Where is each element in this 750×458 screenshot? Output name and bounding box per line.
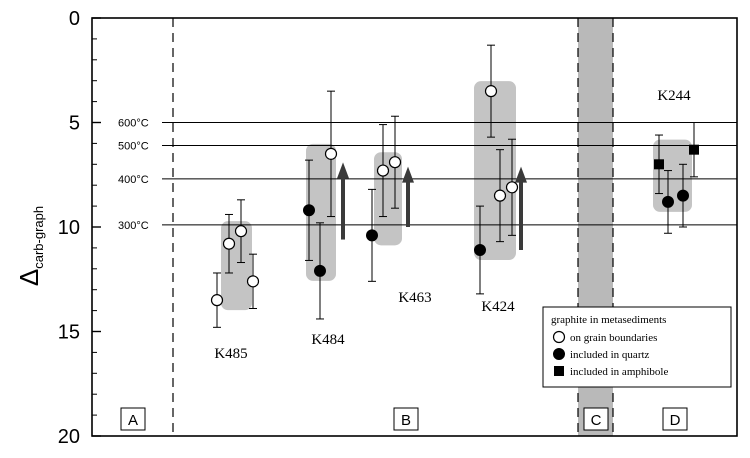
region-label-box <box>393 407 419 431</box>
sample-label: K485 <box>214 346 247 362</box>
isotherm-label: 300°C <box>118 220 149 232</box>
region-label-box <box>583 407 609 431</box>
sample-label: K424 <box>481 299 515 315</box>
isotherm-label: 600°C <box>118 118 149 130</box>
open-circle-marker <box>388 156 402 169</box>
text-layer: 600°C500°C400°C300°C05101520Δcarb-graphK… <box>14 8 732 448</box>
region-label: D <box>670 412 681 429</box>
arrow-head <box>337 162 349 179</box>
filled-circle-marker <box>314 264 326 277</box>
frame-layer <box>91 17 738 437</box>
legend-entry-label: included in amphibole <box>570 366 668 378</box>
y-tick-label: 10 <box>58 217 80 239</box>
sample-box-k424 <box>474 81 516 260</box>
region-label: A <box>128 412 138 429</box>
sample-label: K244 <box>657 88 691 104</box>
legend-entry-label: included in quartz <box>570 349 650 361</box>
region-label-box <box>662 407 688 431</box>
filled-square-marker <box>689 144 699 155</box>
arrow-head <box>402 166 414 183</box>
legend-entry-label: on grain boundaries <box>570 332 657 344</box>
open-circle-marker <box>376 164 390 177</box>
open-circle-marker <box>324 147 338 160</box>
filled-circle-marker <box>677 189 689 202</box>
legend-box <box>542 306 732 388</box>
open-circle-marker <box>493 189 507 202</box>
isotherm-label: 400°C <box>118 174 149 186</box>
open-circle-marker <box>234 225 248 238</box>
y-axis-label-symbol: Δ <box>14 269 44 286</box>
region-label: C <box>591 412 602 429</box>
open-circle-marker <box>505 181 519 194</box>
region-label: B <box>401 412 411 429</box>
sample-box-k484 <box>306 143 336 281</box>
filled-circle-marker <box>366 229 378 242</box>
y-tick-label: 5 <box>69 113 80 135</box>
y-tick-label: 15 <box>58 322 80 344</box>
filled-circle-marker <box>662 195 674 208</box>
y-tick-label: 0 <box>69 8 80 30</box>
y-axis-label-subscript: carb-graph <box>31 206 46 269</box>
open-circle-marker <box>222 237 236 250</box>
open-circle-marker <box>484 85 498 98</box>
marks-layer <box>210 44 699 328</box>
y-axis-label: Δcarb-graph <box>14 206 46 286</box>
y-tick-label: 20 <box>58 426 80 448</box>
open-circle-marker <box>552 330 566 344</box>
filled-circle-marker <box>303 204 315 217</box>
sample-label: K463 <box>398 290 431 306</box>
filled-square-marker <box>654 159 664 170</box>
sample-label: K484 <box>311 332 345 348</box>
isotherm-label: 500°C <box>118 140 149 152</box>
filled-square-marker <box>554 366 564 376</box>
open-circle-marker <box>246 275 260 288</box>
legend-title: graphite in metasediments <box>551 314 666 326</box>
filled-circle-marker <box>553 348 565 360</box>
arrow-head <box>515 166 527 183</box>
filled-circle-marker <box>474 243 486 256</box>
region-label-box <box>120 407 146 431</box>
open-circle-marker <box>210 294 224 307</box>
